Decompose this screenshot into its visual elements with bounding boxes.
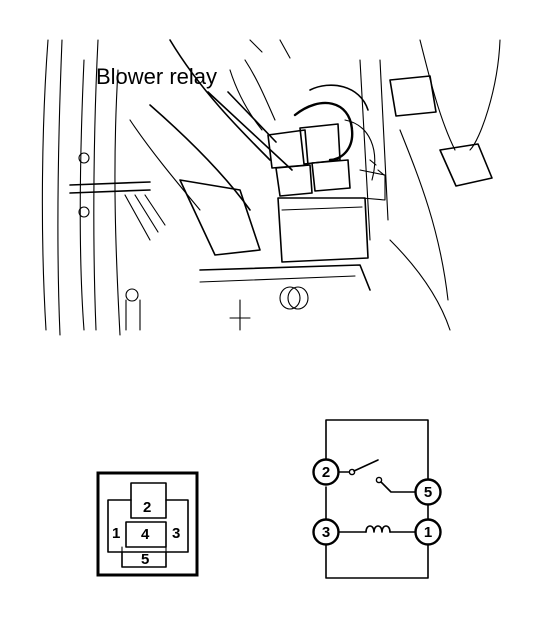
terminal-label-5: 5 bbox=[424, 484, 432, 501]
pin-label-5: 5 bbox=[141, 551, 149, 568]
pin-label-3: 3 bbox=[172, 525, 180, 542]
terminal-1-circle bbox=[414, 518, 442, 546]
terminal-label-3: 3 bbox=[322, 524, 330, 541]
terminal-label-2: 2 bbox=[322, 464, 330, 481]
engine-bay-illustration bbox=[41, 39, 501, 336]
terminal-3-circle bbox=[312, 518, 340, 546]
terminal-label-1: 1 bbox=[424, 524, 432, 541]
pin-label-1: 1 bbox=[112, 525, 120, 542]
pin-label-2: 2 bbox=[143, 499, 151, 516]
terminal-2-circle bbox=[312, 458, 340, 486]
relay-schematic bbox=[312, 419, 442, 579]
blower-relay-label: Blower relay bbox=[96, 64, 217, 89]
pin-label-4: 4 bbox=[141, 526, 150, 543]
relay-connector-face bbox=[96, 471, 199, 577]
terminal-5-circle bbox=[414, 478, 442, 506]
